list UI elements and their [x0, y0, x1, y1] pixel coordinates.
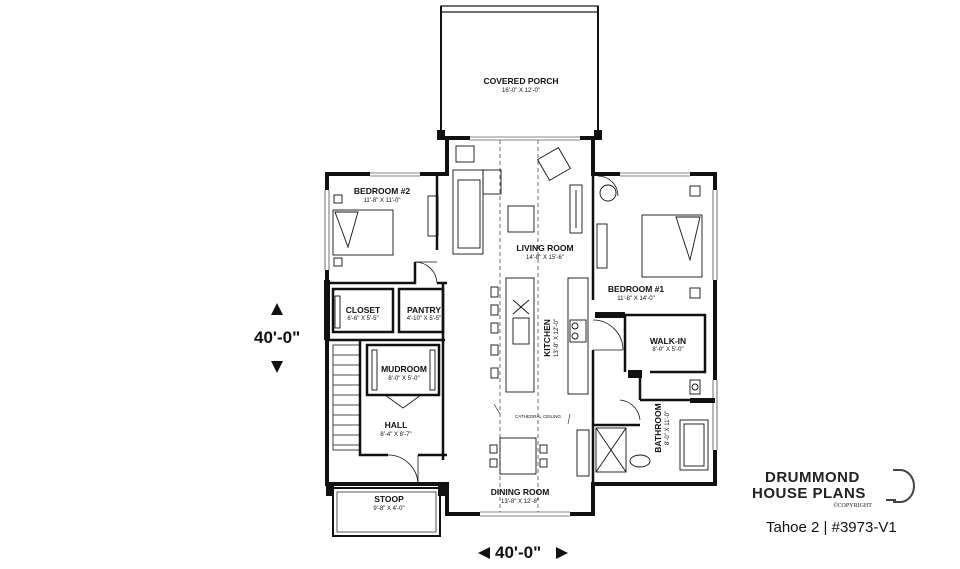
dining-room-dims: 13'-8" X 12'-8" [501, 499, 539, 505]
mudroom-dims: 8'-0" X 5'-0" [388, 376, 419, 382]
pantry-dims: 4'-10" X 5'-5" [407, 316, 442, 322]
hall-label: HALL [385, 420, 408, 430]
stoop-area [326, 486, 446, 537]
pantry-label: PANTRY [407, 305, 441, 315]
living-room-label: LIVING ROOM [516, 243, 573, 253]
brand-line2: HOUSE PLANS [752, 485, 866, 502]
vertical-arrow-up-icon [271, 303, 283, 315]
cathedral-arrow-right [567, 413, 571, 425]
covered-porch-area [437, 5, 602, 140]
bathroom-label: BATHROOM [653, 403, 663, 452]
kitchen-label: KITCHEN [542, 319, 552, 357]
bedroom1-label: BEDROOM #1 [608, 284, 664, 294]
bedroom1-dims: 11'-8" X 14'-0" [617, 296, 654, 302]
hall-dims: 8'-4" X 8'-7" [380, 432, 411, 438]
brand-line1: DRUMMOND [765, 469, 860, 486]
covered-porch-dims: 16'-0" X 12'-0" [502, 88, 540, 94]
stairs [332, 344, 361, 451]
stoop-dims: 9'-8" X 4'-0" [373, 506, 404, 512]
covered-porch-label: COVERED PORCH [483, 76, 558, 86]
walkin-dims: 8'-0" X 5'-0" [652, 347, 683, 353]
closet-dims: 6'-6" X 5'-5" [347, 316, 378, 322]
furniture [332, 145, 709, 477]
vertical-dimension: 40'-0" [254, 328, 301, 347]
dining-room-label: DINING ROOM [491, 487, 550, 497]
mudroom-label: MUDROOM [381, 364, 427, 374]
plan-title: Tahoe 2 | #3973-V1 [766, 519, 897, 536]
horizontal-dimension: 40'-0" [495, 543, 542, 562]
windows [324, 136, 718, 517]
walkin-label: WALK-IN [650, 336, 686, 346]
kitchen-dims: 13'-8" X 12'-0" [554, 319, 560, 357]
vertical-arrow-down-icon [271, 361, 283, 373]
drummond-logo-icon [886, 469, 915, 503]
interior-walls [327, 176, 715, 484]
horizontal-arrow-right-icon [556, 547, 568, 559]
bedroom2-label: BEDROOM #2 [354, 186, 410, 196]
dark-wall-blocks [324, 280, 715, 403]
copyright-note: ©COPYRIGHT [833, 503, 872, 509]
bathroom-dims: 8'-0" X 11'-0" [665, 411, 671, 445]
bedroom2-dims: 11'-8" X 11'-0" [363, 198, 400, 204]
cathedral-ceiling-note: CATHEDRAL CEILING [515, 414, 562, 419]
closet-label: CLOSET [346, 305, 381, 315]
stoop-label: STOOP [374, 494, 404, 504]
horizontal-arrow-left-icon [478, 547, 490, 559]
doors [384, 175, 641, 486]
living-room-dims: 14'-8" X 15'-6" [526, 255, 564, 261]
cathedral-arrow-left [493, 403, 501, 415]
